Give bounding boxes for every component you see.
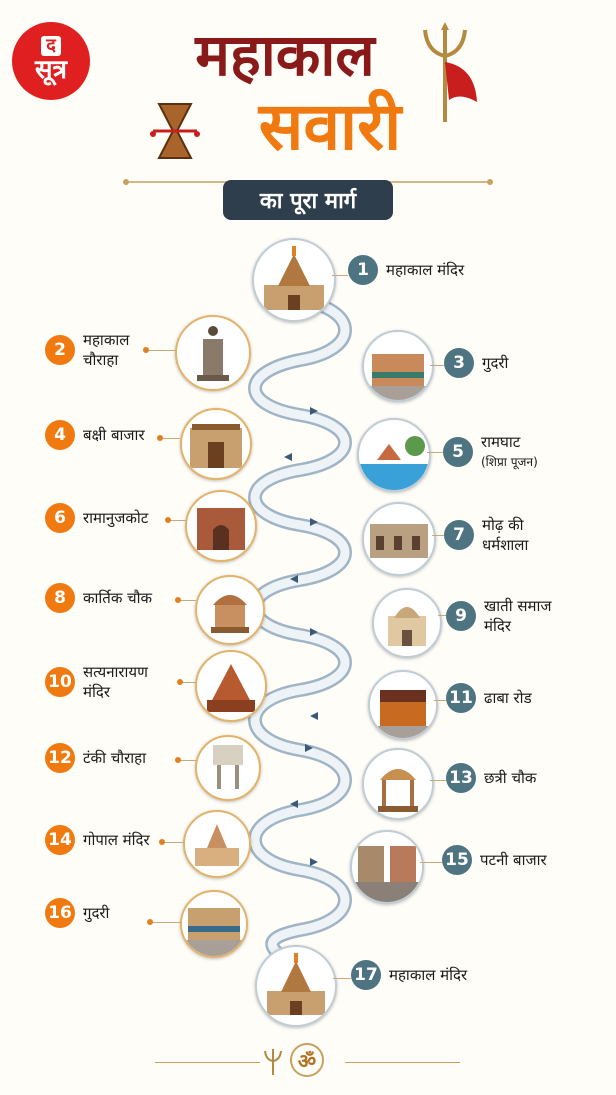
stop-label: कार्तिक चौक <box>83 589 153 607</box>
damru-icon <box>150 103 200 159</box>
stop-15: 15 पटनी बाजार <box>442 845 547 875</box>
stop-17: 17 महाकाल मंदिर <box>351 960 467 990</box>
thumb-12 <box>195 735 261 801</box>
stop-number: 7 <box>444 520 474 550</box>
thumb-10 <box>195 650 267 722</box>
logo-top: द <box>41 36 61 56</box>
stop-3: 3 गुदरी <box>444 348 508 378</box>
stop-number: 3 <box>444 348 474 378</box>
stop-number: 15 <box>442 845 472 875</box>
brand-logo: द सूत्र <box>12 22 90 100</box>
stop-1: 1 महाकाल मंदिर <box>348 255 464 285</box>
stop-number: 14 <box>45 825 75 855</box>
thumb-1 <box>252 238 336 322</box>
stop-number: 10 <box>45 667 75 697</box>
stop-number: 8 <box>45 583 75 613</box>
stop-13: 13 छत्री चौक <box>446 763 536 793</box>
trident-icon <box>264 1049 282 1075</box>
stop-8: 8 कार्तिक चौक <box>45 583 152 613</box>
stop-label: पटनी बाजार <box>480 851 547 869</box>
stop-14: 14 गोपाल मंदिर <box>45 825 150 855</box>
om-icon: ॐ <box>290 1043 324 1077</box>
stop-number: 17 <box>351 960 381 990</box>
subtitle-text: का पूरा मार्ग <box>259 189 357 214</box>
stop-label: टंकी चौराहा <box>83 749 147 767</box>
stop-label: गोपाल मंदिर <box>83 831 150 849</box>
stop-label: रामानुजकोट <box>83 509 149 527</box>
thumb-4 <box>180 408 252 480</box>
stop-number: 13 <box>446 763 476 793</box>
stop-number: 4 <box>45 420 75 450</box>
stop-5: 5 रामघाट(शिप्रा पूजन) <box>443 432 538 472</box>
stop-label: छत्री चौक <box>484 769 537 787</box>
thumb-6 <box>185 490 257 562</box>
stop-number: 6 <box>45 503 75 533</box>
thumb-2 <box>175 315 251 391</box>
stop-7: 7 मोढ़ कीधर्मशाला <box>444 515 528 555</box>
stop-label: ढाबा रोड <box>484 689 532 707</box>
stop-16: 16 गुदरी <box>45 898 109 928</box>
thumb-9 <box>372 588 442 658</box>
thumb-7 <box>362 502 436 576</box>
thumb-3 <box>362 330 434 402</box>
thumb-11 <box>368 670 438 740</box>
logo-bottom: सूत्र <box>35 55 67 85</box>
thumb-17 <box>255 945 337 1027</box>
stop-number: 1 <box>348 255 378 285</box>
stop-label: बक्षी बाजार <box>83 426 145 444</box>
stop-label: रामघाट(शिप्रा पूजन) <box>481 433 538 469</box>
stop-11: 11 ढाबा रोड <box>446 683 532 713</box>
thumb-13 <box>362 748 434 820</box>
stop-label: गुदरी <box>83 904 110 922</box>
thumb-8 <box>195 575 265 645</box>
title-line1: महाकाल <box>195 21 375 89</box>
stop-label: मोढ़ कीधर्मशाला <box>482 516 529 554</box>
stop-number: 9 <box>446 601 476 631</box>
stop-number: 11 <box>446 683 476 713</box>
thumb-15 <box>350 830 424 904</box>
thumb-16 <box>180 890 248 958</box>
subtitle-banner: का पूरा मार्ग <box>223 180 393 220</box>
stop-number: 12 <box>45 743 75 773</box>
stop-number: 5 <box>443 437 473 467</box>
stop-label: गुदरी <box>482 354 509 372</box>
stop-number: 2 <box>45 335 75 365</box>
trident-icon <box>423 22 477 122</box>
thumb-14 <box>183 810 251 878</box>
stop-6: 6 रामानुजकोट <box>45 503 148 533</box>
om-symbol: ॐ <box>297 1048 317 1073</box>
stop-4: 4 बक्षी बाजार <box>45 420 145 450</box>
thumb-5 <box>357 418 431 492</box>
stop-number: 16 <box>45 898 75 928</box>
stop-12: 12 टंकी चौराहा <box>45 743 146 773</box>
stop-label: महाकाल मंदिर <box>386 261 465 279</box>
title-line2: सवारी <box>258 87 402 165</box>
stop-label: महाकाल मंदिर <box>389 966 468 984</box>
